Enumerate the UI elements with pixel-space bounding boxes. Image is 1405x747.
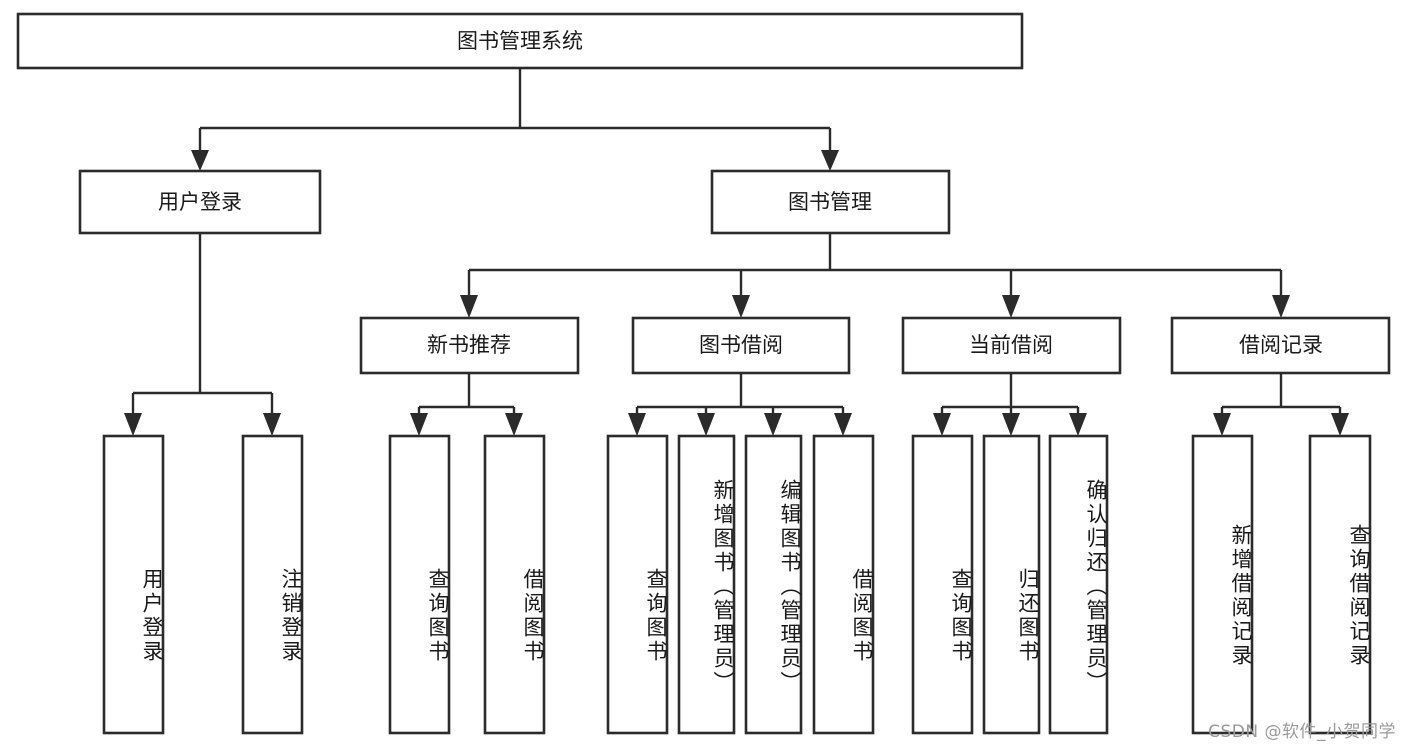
leaf-box-add-book-admin[interactable] (677, 434, 736, 735)
arrow-head-borrow (732, 295, 750, 318)
node-root-box[interactable] (16, 12, 1024, 70)
leaf-box-confirm-return-admin[interactable] (1048, 434, 1109, 735)
leaf-box-edit-book-admin[interactable] (744, 434, 803, 735)
node-root-label: 图书管理系统 (457, 29, 583, 53)
leaf-box-borrow-book[interactable] (812, 434, 875, 735)
node-book-manage-box[interactable] (710, 169, 951, 235)
node-borrow-record-box[interactable] (1170, 316, 1391, 375)
csdn-watermark: CSDN @软件_小贺同学 (1208, 722, 1396, 742)
arrow-head-current-leaf-1 (933, 413, 951, 436)
leaf-box-query-book-current[interactable] (911, 434, 974, 735)
arrow-head-newbook-leaf-2 (505, 413, 523, 436)
node-new-book-recommend-label: 新书推荐 (427, 333, 511, 357)
leaf-box-query-book-newbook[interactable] (388, 434, 451, 735)
connector-layer (124, 68, 1349, 436)
leaf-box-logout[interactable] (241, 434, 304, 735)
arrow-head-leaf-logout (263, 413, 281, 436)
arrow-head-record (1272, 295, 1290, 318)
node-user-login-label: 用户登录 (158, 190, 242, 214)
node-new-book-recommend-box[interactable] (359, 316, 580, 375)
arrow-head-record-leaf-1 (1213, 413, 1231, 436)
node-borrow-record-label: 借阅记录 (1239, 333, 1323, 357)
arrow-head-current (1002, 295, 1020, 318)
node-current-borrow-box[interactable] (901, 316, 1122, 375)
arrow-head-borrow-leaf-1 (628, 413, 646, 436)
leaf-box-query-borrow-record[interactable] (1308, 434, 1372, 735)
node-book-borrow-box[interactable] (631, 316, 851, 375)
node-book-manage-label: 图书管理 (788, 190, 872, 214)
node-layer: 图书管理系统 用户登录 图书管理 新书推荐 图书借阅 当前借阅 借阅记录 (16, 12, 1391, 735)
arrow-head-leaf-user-login (124, 413, 142, 436)
leaf-box-user-login[interactable] (102, 434, 165, 735)
arrow-head-current-leaf-2 (1002, 413, 1020, 436)
arrow-head-borrow-leaf-3 (764, 413, 782, 436)
leaf-box-borrow-book-newbook[interactable] (483, 434, 546, 735)
node-current-borrow-label: 当前借阅 (969, 333, 1053, 357)
leaf-box-add-borrow-record[interactable] (1191, 434, 1254, 735)
arrow-head-user-login (191, 150, 209, 171)
arrow-head-record-leaf-2 (1331, 413, 1349, 436)
arrow-head-borrow-leaf-4 (834, 413, 852, 436)
arrow-head-newbook-leaf-1 (410, 413, 428, 436)
leaf-box-query-book-borrow[interactable] (606, 434, 669, 735)
arrow-head-current-leaf-3 (1069, 413, 1087, 436)
node-book-borrow-label: 图书借阅 (699, 333, 783, 357)
arrow-head-borrow-leaf-2 (697, 413, 715, 436)
node-user-login-box[interactable] (78, 169, 322, 235)
arrow-head-book-manage (821, 150, 839, 171)
arrow-head-newbook (460, 295, 478, 318)
leaf-box-return-book[interactable] (982, 434, 1041, 735)
